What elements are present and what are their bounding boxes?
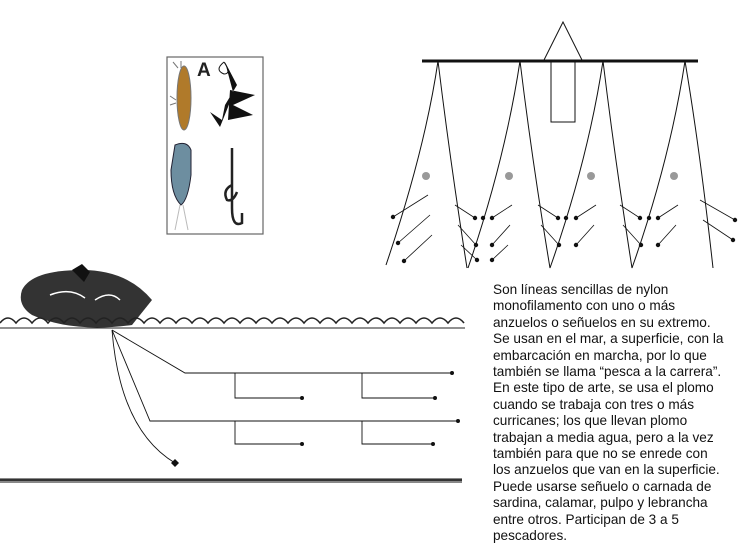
description-line: anzuelos o señuelos en su extremo. (493, 314, 711, 330)
boat-icon (20, 264, 152, 328)
description-line: monofilamento con uno o más (493, 298, 676, 314)
double-hook-icon (224, 148, 244, 226)
description-line: sardina, calamar, pulpo y lebrancha (493, 495, 708, 511)
sinker-icon (171, 459, 179, 467)
branch-lines (392, 194, 736, 262)
lure-panel (166, 56, 264, 235)
description-line: también se llama “pesca a la carrera”. (493, 364, 722, 380)
description-line: curricanes; los que llevan plomo (493, 413, 688, 429)
lure-panel-label: A (197, 60, 211, 81)
description-line: los anzuelos que van en la superficie. (493, 462, 720, 478)
description-line: trabajan a media agua, pero a la vez (493, 429, 714, 445)
spoon-lure-icon (169, 61, 192, 131)
fish-lure-icon (170, 142, 192, 231)
feather-jig-icon (210, 61, 255, 127)
description-line: embarcación en marcha, por lo que (493, 347, 707, 363)
description-line: cuando se trabaja con tres o más (493, 396, 694, 412)
description-line: Se usan en el mar, a superficie, con la (493, 331, 724, 347)
outrigger-float (542, 20, 584, 123)
hook-dots (390, 214, 738, 264)
description-line: Son líneas sencillas de nylon (493, 282, 669, 297)
description-line: Puede usarse señuelo o carnada de (493, 478, 712, 494)
trolling-lines (111, 329, 460, 467)
description-line: pescadores. (493, 528, 568, 544)
seafloor-band (0, 478, 462, 483)
float-dots (422, 172, 678, 180)
description-line: entre otros. Participan de 3 a 5 (493, 511, 679, 527)
trolling-rig (385, 20, 738, 269)
description-text: Son líneas sencillas de nylon monofilame… (493, 282, 747, 545)
waves-band (0, 317, 465, 329)
description-line: también para que no se enrede con (493, 446, 708, 462)
description-line: En este tipo de arte, se usa el plomo (493, 380, 714, 396)
